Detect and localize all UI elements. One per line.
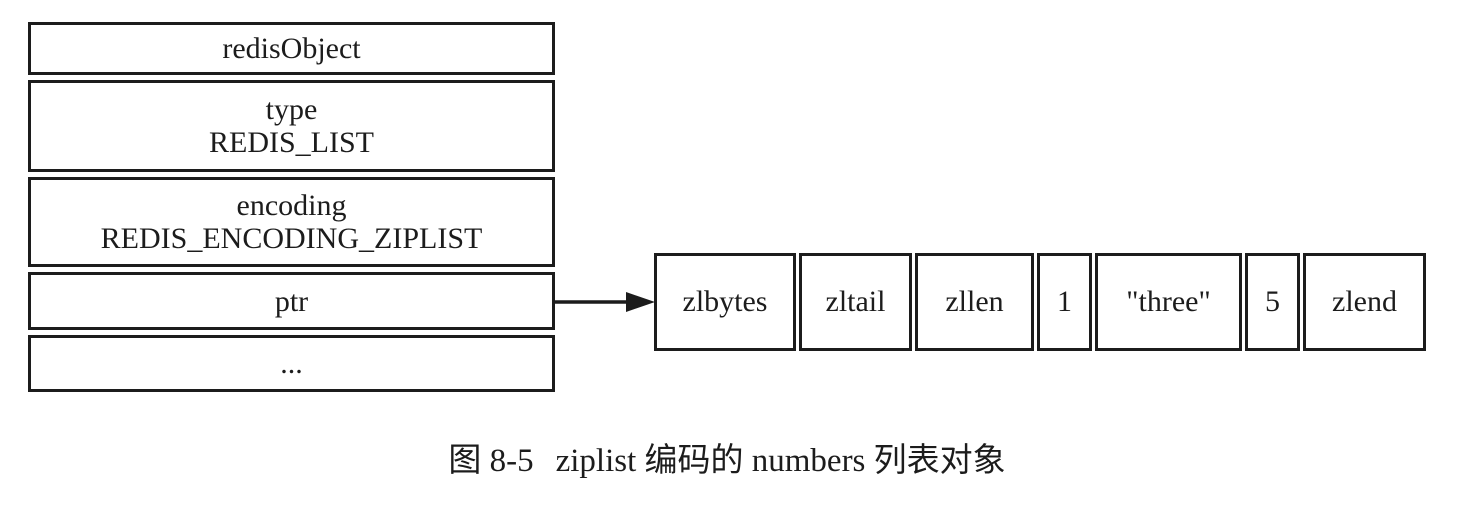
redis-object-row-encoding: encoding REDIS_ENCODING_ZIPLIST [28, 177, 555, 267]
redis-object-row-ellipsis: ... [28, 335, 555, 392]
ptr-arrow-icon [555, 292, 655, 312]
redis-object-box: redisObject type REDIS_LIST encoding RED… [28, 22, 555, 392]
ellipsis-label: ... [280, 347, 303, 380]
row-label: redisObject [222, 32, 361, 65]
row-field-name: type [265, 93, 318, 126]
redis-object-row-type: type REDIS_LIST [28, 80, 555, 172]
redis-object-row-ptr: ptr [28, 272, 555, 330]
row-field-name: ptr [274, 284, 309, 318]
row-field-value: REDIS_ENCODING_ZIPLIST [100, 222, 483, 255]
ziplist-cell-zltail: zltail [799, 253, 912, 351]
ziplist-cell-zlbytes: zlbytes [654, 253, 796, 351]
figure-caption: 图 8-5 ziplist 编码的 numbers 列表对象 [0, 441, 1454, 481]
ziplist-box: zlbytes zltail zllen 1 "three" 5 zlend [654, 253, 1426, 351]
ziplist-cell-entry-1: 1 [1037, 253, 1092, 351]
redis-object-row-header: redisObject [28, 22, 555, 75]
row-field-name: encoding [236, 189, 347, 222]
row-field-value: REDIS_LIST [209, 126, 374, 159]
caption-figure-label: 图 8-5 [448, 443, 534, 479]
ziplist-cell-entry-5: 5 [1245, 253, 1300, 351]
ziplist-cell-zlend: zlend [1303, 253, 1426, 351]
ziplist-cell-entry-three: "three" [1095, 253, 1242, 351]
caption-title: ziplist 编码的 numbers 列表对象 [555, 443, 1006, 479]
ziplist-cell-zllen: zllen [915, 253, 1034, 351]
arrow-head [626, 292, 655, 312]
